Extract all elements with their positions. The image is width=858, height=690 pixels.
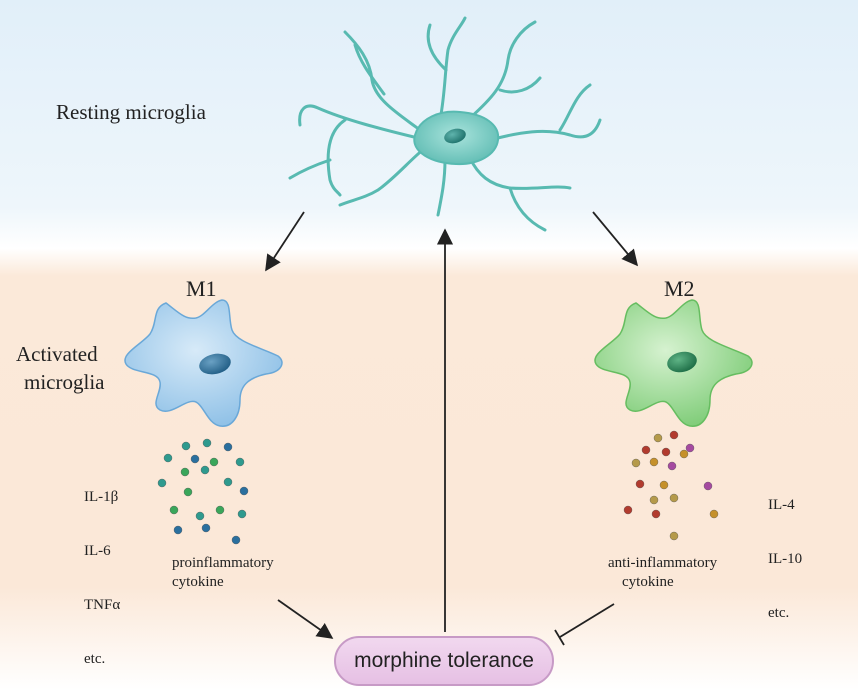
m2-cytokine-il10: IL-10 [768,551,803,567]
m2-label: M2 [664,276,695,301]
resting-microglia-cell [288,16,602,232]
m1-cytokine-particles [157,438,249,545]
arrow-resting-to-m2 [592,211,639,267]
inhibition-anti-to-tolerance [554,603,615,646]
resting-cell-nucleus [444,128,466,144]
m1-nucleus [199,353,231,375]
m1-label: M1 [186,276,217,301]
m1-cytokine-il6: IL-6 [84,543,111,559]
m2-cytokine-list: IL-4 IL-10 etc. [768,460,802,640]
anti-inflammatory-label-line2: cytokine [622,574,674,590]
m2-cytokine-particles [623,430,719,541]
m1-cytokine-tnfa: TNFα [84,597,121,613]
morphine-tolerance-label: morphine tolerance [354,649,534,672]
arrow-resting-to-m1 [265,211,305,272]
m1-cytokine-list: IL-1β IL-6 TNFα etc. [84,452,120,686]
resting-microglia-label: Resting microglia [56,100,206,124]
proinflammatory-label-line2: cytokine [172,574,224,590]
m2-cytokine-etc: etc. [768,605,790,621]
activated-microglia-label-line2: microglia [24,370,105,394]
m2-nucleus [667,351,697,373]
anti-inflammatory-label-line1: anti-inflammatory [608,555,718,571]
m1-cytokine-il1b: IL-1β [84,489,119,505]
morphine-tolerance-box: morphine tolerance [334,636,554,686]
arrow-pro-to-tolerance [277,599,334,639]
activated-microglia-label-line1: Activated [16,342,98,366]
m2-cytokine-il4: IL-4 [768,497,795,513]
proinflammatory-label-line1: proinflammatory [172,555,274,571]
m1-cytokine-etc: etc. [84,651,106,667]
